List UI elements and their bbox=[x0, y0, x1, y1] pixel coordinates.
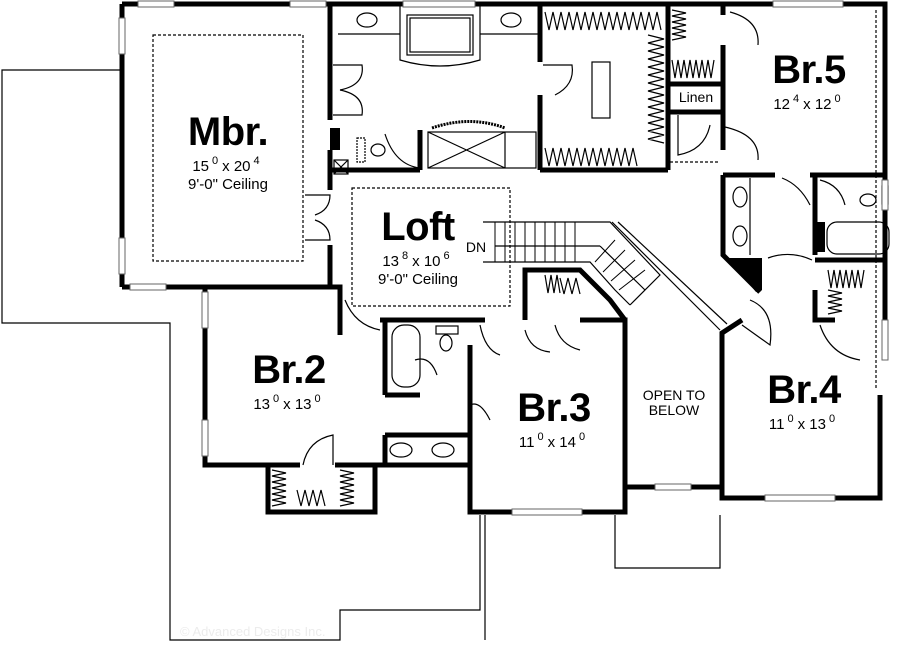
room-name: Mbr. bbox=[187, 110, 269, 154]
ceiling-height: 9'-0" Ceiling bbox=[378, 271, 458, 288]
ceiling-height: 9'-0" Ceiling bbox=[188, 176, 268, 193]
room-name: Br.5 bbox=[772, 48, 846, 92]
open-to-below-line2: BELOW bbox=[648, 401, 700, 418]
lower-roof-outline bbox=[1, 69, 721, 641]
walls bbox=[119, 1, 888, 515]
closet-rods bbox=[271, 9, 865, 507]
solid-fills bbox=[330, 128, 825, 292]
watermark: © Advanced Designs Inc. bbox=[180, 624, 326, 639]
stair-down-label: DN bbox=[465, 239, 487, 255]
room-name: Br.4 bbox=[767, 368, 841, 412]
open-to-below-line1: OPEN TO bbox=[642, 387, 706, 403]
room-name: Br.3 bbox=[517, 386, 591, 430]
stair-treads bbox=[494, 222, 646, 291]
windows bbox=[118, 0, 889, 516]
room-name: Loft bbox=[381, 205, 455, 249]
open-to-below-label: OPEN TO BELOW bbox=[628, 388, 720, 417]
linen-closet-label: Linen bbox=[678, 89, 714, 105]
fixtures bbox=[152, 6, 890, 466]
room-name: Br.2 bbox=[252, 348, 326, 392]
